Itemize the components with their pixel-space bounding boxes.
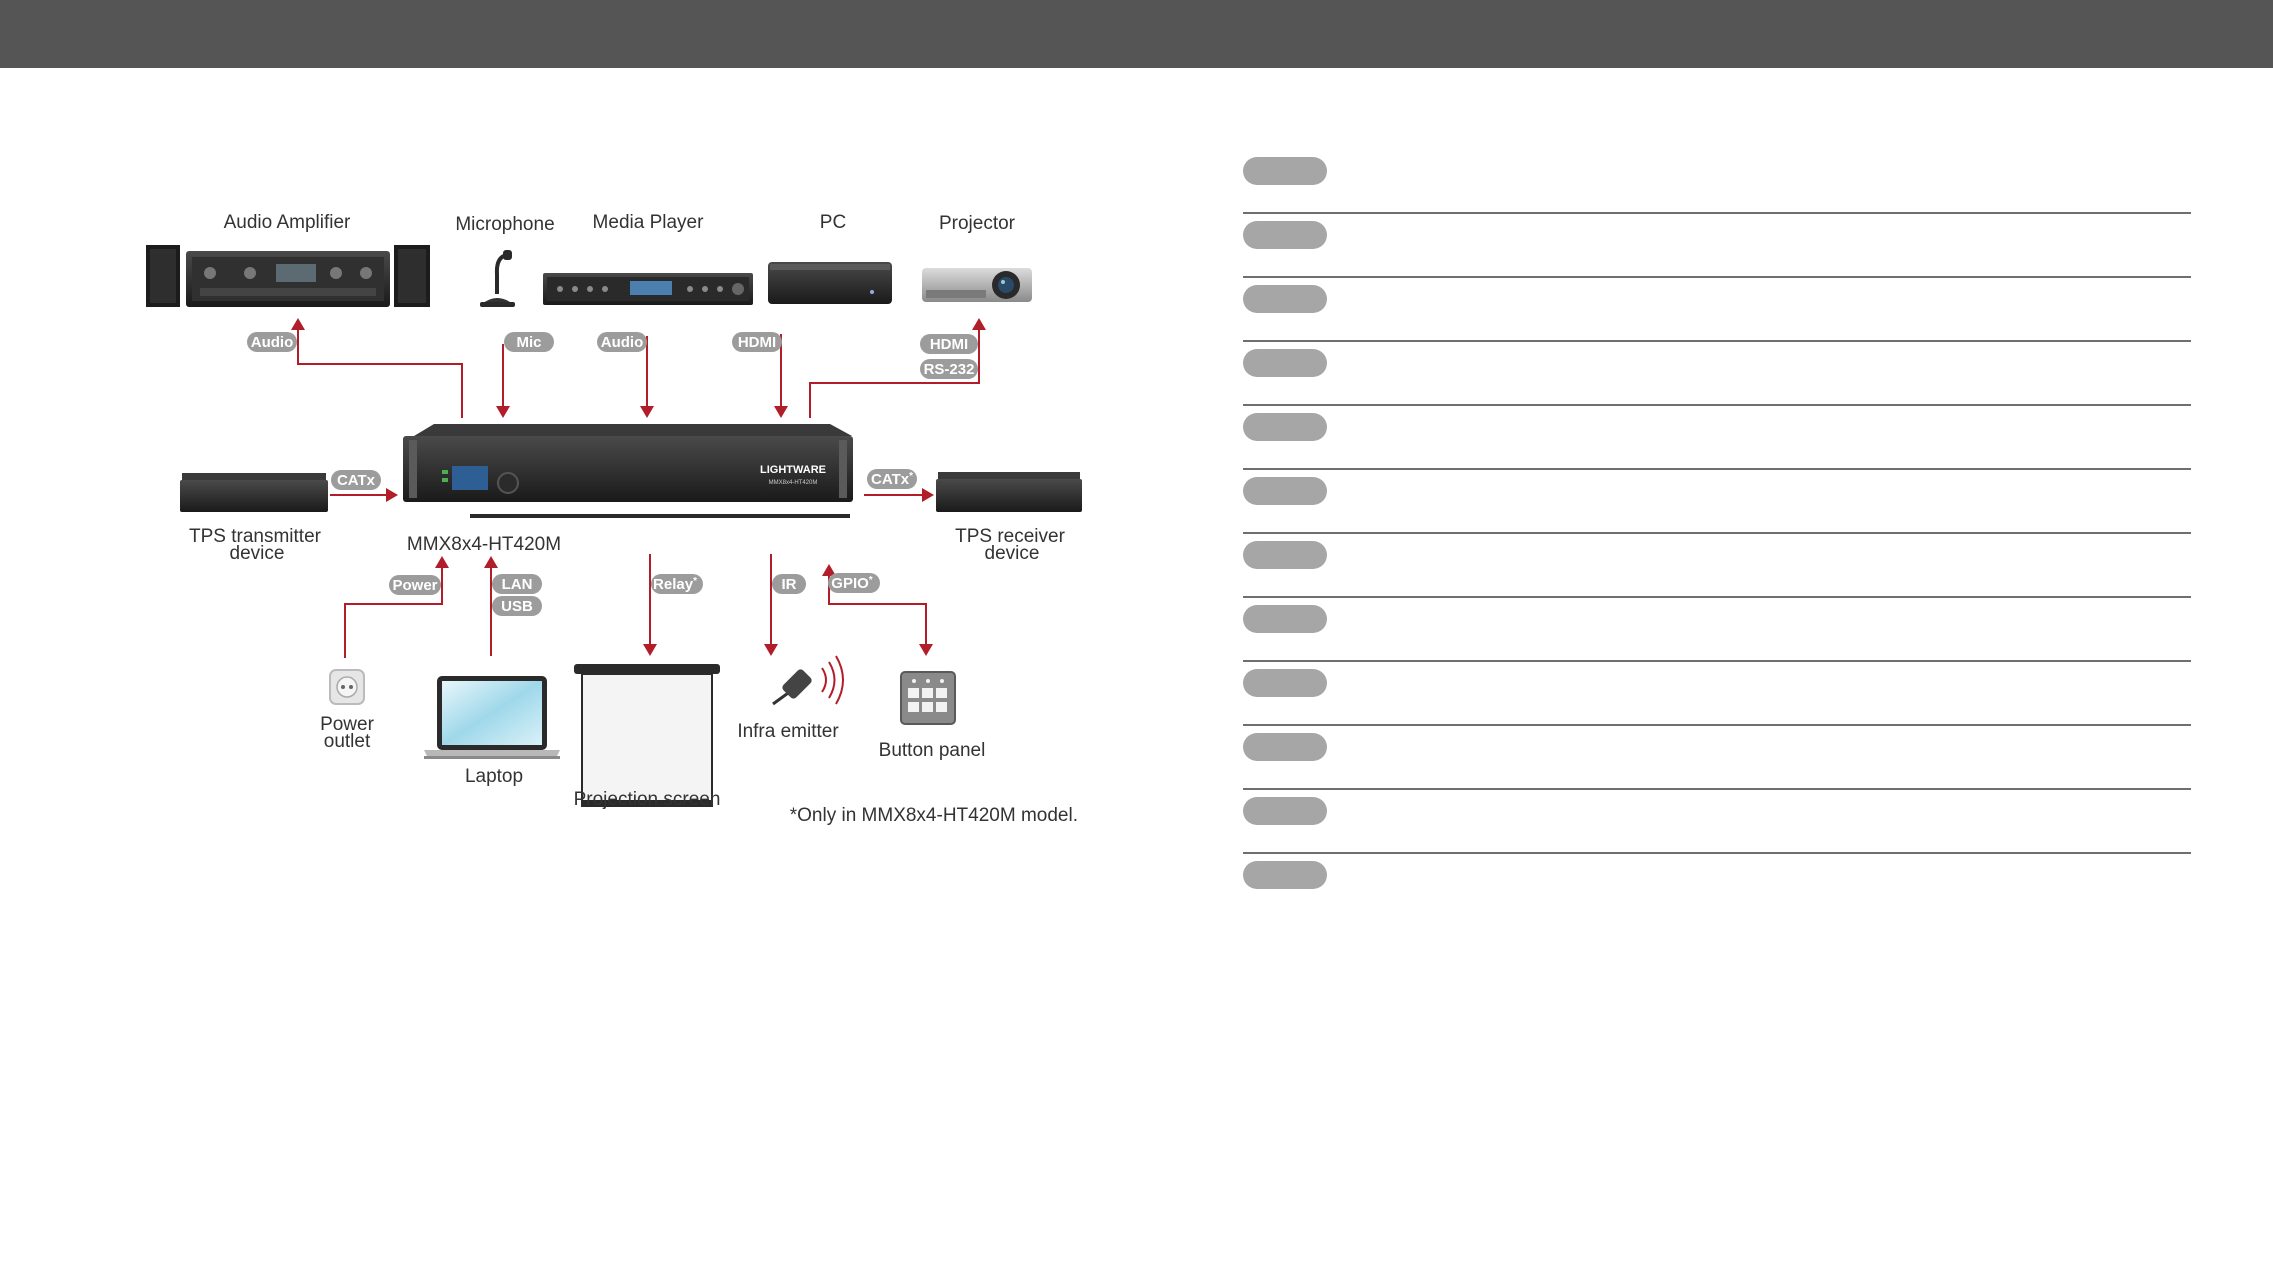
media-player-icon [543,273,753,305]
top-header-bar [0,0,2273,68]
svg-text:Power: Power [392,577,437,594]
legend-row [1243,790,2191,854]
tag-mic: Mic [504,332,554,352]
audio-amplifier-icon [146,245,430,307]
matrix-model-label: MMX8x4-HT420M [407,534,561,555]
legend-pill [1243,541,1327,569]
tps-transmitter-label-line2: device [230,543,285,564]
legend-row [1243,406,2191,470]
power-outlet-label-line2: outlet [324,731,371,752]
tps-transmitter-label-line1: TPS transmitter [189,526,322,547]
tag-audio-in: Audio [597,332,647,352]
legend-pill [1243,221,1327,249]
footnote: *Only in MMX8x4-HT420M model. [790,805,1078,826]
legend-pill [1243,605,1327,633]
legend-pill [1243,861,1327,889]
tag-hdmi-in: HDMI [732,332,782,352]
projection-screen-label: Projection screen [574,789,721,810]
microphone-icon [480,250,515,307]
svg-text:Mic: Mic [516,334,541,351]
svg-text:USB: USB [501,598,533,615]
tag-catx-out: CATx* [867,469,917,489]
svg-text:RS-232: RS-232 [924,361,975,378]
power-outlet-icon [329,669,365,705]
svg-text:CATx: CATx [337,472,376,489]
tps-receiver-label-line1: TPS receiver [955,526,1065,547]
button-panel-label: Button panel [879,740,986,761]
legend-row [1243,662,2191,726]
matrix-small-model: MMX8x4-HT420M [769,480,818,486]
tps-receiver-icon [936,472,1082,512]
tag-power: Power [389,575,441,595]
bottom-wires [344,554,933,658]
matrix-brand-logo: LIGHTWARE [760,464,826,476]
legend-pill [1243,797,1327,825]
legend-pill [1243,349,1327,377]
laptop-icon [424,676,560,759]
legend-pill [1243,285,1327,313]
svg-text:IR: IR [782,576,797,593]
svg-text:Audio: Audio [601,334,644,351]
audio-amplifier-label: Audio Amplifier [224,212,351,233]
pc-icon [768,262,892,304]
tag-ir: IR [772,574,806,594]
legend-pill [1243,413,1327,441]
legend-pill [1243,669,1327,697]
svg-text:HDMI: HDMI [738,334,776,351]
infra-emitter-icon [772,655,844,706]
tag-usb: USB [492,596,542,616]
media-player-label: Media Player [593,212,705,233]
svg-text:Relay*: Relay* [653,576,697,593]
legend-row [1243,470,2191,534]
tag-gpio: GPIO* [828,573,880,593]
projector-label: Projector [939,213,1016,234]
tps-transmitter-icon [180,473,328,512]
infra-emitter-label: Infra emitter [737,721,839,742]
laptop-label: Laptop [465,766,523,787]
legend-pill [1243,733,1327,761]
svg-text:Audio: Audio [251,334,294,351]
legend-row [1243,278,2191,342]
legend-row [1243,342,2191,406]
top-wires [291,318,986,418]
matrix-switcher-device: LIGHTWARE MMX8x4-HT420M [403,424,853,518]
legend-pill [1243,157,1327,185]
tag-lan: LAN [492,574,542,594]
legend-list [1243,150,2191,916]
microphone-label: Microphone [455,214,554,235]
legend-row [1243,214,2191,278]
projection-screen-icon [574,664,720,807]
tag-catx-in: CATx [331,470,381,490]
connection-diagram: Audio Amplifier Microphone Media Player … [146,212,1082,826]
tag-rs232: RS-232 [920,359,978,379]
tag-hdmi-out: HDMI [920,334,978,354]
legend-pill [1243,477,1327,505]
svg-text:CATx*: CATx* [871,471,913,488]
svg-text:LAN: LAN [502,576,533,593]
tps-receiver-label-line2: device [985,543,1040,564]
tag-relay: Relay* [651,574,703,594]
svg-text:GPIO*: GPIO* [831,575,873,592]
legend-row [1243,726,2191,790]
button-panel-icon [900,671,956,725]
tag-audio-out: Audio [247,332,297,352]
projector-icon [922,268,1032,302]
svg-text:HDMI: HDMI [930,336,968,353]
power-outlet-label-line1: Power [320,714,375,735]
pc-label: PC [820,212,846,233]
legend-row [1243,598,2191,662]
legend-row [1243,150,2191,214]
legend-row [1243,854,2191,916]
legend-row [1243,534,2191,598]
